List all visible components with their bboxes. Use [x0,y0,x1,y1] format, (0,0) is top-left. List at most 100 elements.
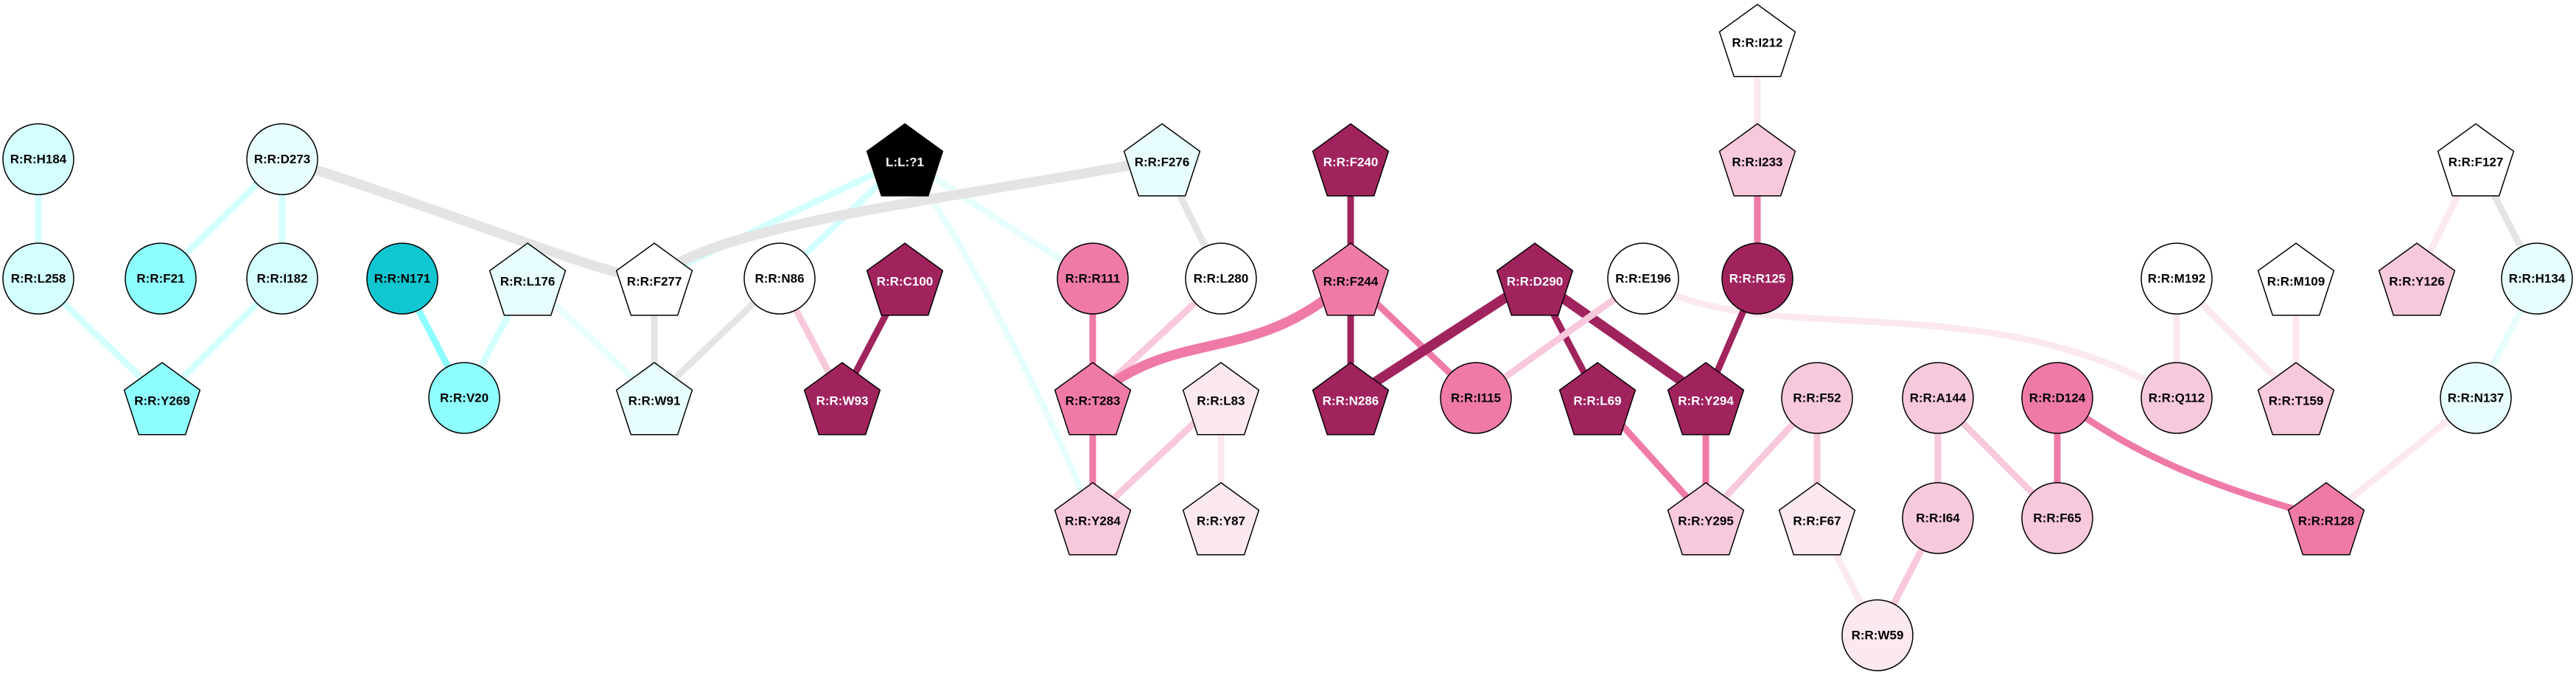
node-label: R:R:W91 [629,394,681,408]
node-f65[interactable]: R:R:F65 [2021,482,2093,554]
node-f127[interactable]: R:R:F127 [2437,123,2515,197]
node-n286[interactable]: R:R:N286 [1312,362,1390,436]
node-label: R:R:F67 [1793,514,1841,528]
node-i212[interactable]: R:R:I212 [1718,4,1796,77]
circle-shape [1185,242,1257,315]
node-label: R:R:M109 [2267,275,2325,289]
node-label: R:R:L83 [1197,394,1245,408]
node-label: R:R:N86 [755,272,804,286]
node-i182[interactable]: R:R:I182 [246,242,318,315]
node-y126[interactable]: R:R:Y126 [2378,242,2456,316]
node-c100[interactable]: R:R:C100 [866,242,944,316]
node-r128[interactable]: R:R:R128 [2287,482,2365,556]
node-f277[interactable]: R:R:F277 [615,242,693,316]
circle-shape [366,242,438,315]
node-n86[interactable]: R:R:N86 [743,242,816,315]
node-w93[interactable]: R:R:W93 [803,362,881,436]
node-l176[interactable]: R:R:L176 [489,242,567,316]
node-i64[interactable]: R:R:I64 [1902,482,1974,554]
circle-shape [1440,362,1512,434]
node-label: R:R:F240 [1323,155,1379,170]
pentagon-shape [866,242,944,316]
node-r111[interactable]: R:R:R111 [1057,242,1129,315]
pentagon-shape [1182,362,1260,436]
node-m192[interactable]: R:R:M192 [2141,242,2213,315]
circle-shape [1607,242,1679,315]
node-label: R:R:Y294 [1678,394,1734,408]
node-y284[interactable]: R:R:Y284 [1054,482,1132,556]
node-y87[interactable]: R:R:Y87 [1182,482,1260,556]
node-f240[interactable]: R:R:F240 [1312,123,1390,197]
node-d290[interactable]: R:R:D290 [1496,242,1574,316]
pentagon-shape [1054,482,1132,556]
pentagon-shape [2257,242,2335,316]
node-label: R:R:I115 [1451,391,1501,405]
node-label: R:R:I64 [1916,511,1960,525]
node-y295[interactable]: R:R:Y295 [1667,482,1745,556]
pentagon-shape [1123,123,1201,197]
node-label: R:R:Y295 [1678,514,1734,528]
node-w91[interactable]: R:R:W91 [615,362,693,436]
pentagon-shape [615,362,693,436]
node-label: R:R:R111 [1065,272,1121,286]
node-r125[interactable]: R:R:R125 [1721,242,1793,315]
circle-shape [246,123,318,195]
node-label: R:R:I212 [1732,36,1783,50]
node-q112[interactable]: R:R:Q112 [2141,362,2213,434]
node-v20[interactable]: R:R:V20 [428,362,500,434]
node-label: R:R:F276 [1135,155,1190,170]
node-h184[interactable]: R:R:H184 [2,123,74,195]
node-f21[interactable]: R:R:F21 [125,242,197,315]
circle-shape [2440,362,2512,434]
node-label: R:R:W93 [816,394,869,408]
node-n137[interactable]: R:R:N137 [2440,362,2512,434]
node-label: R:R:N171 [374,272,431,286]
node-l83[interactable]: R:R:L83 [1182,362,1260,436]
node-f67[interactable]: R:R:F67 [1778,482,1856,556]
node-label: R:R:I182 [257,272,308,286]
pentagon-shape [2257,362,2335,436]
node-l69[interactable]: R:R:L69 [1558,362,1637,436]
node-label: R:R:F244 [1323,275,1379,289]
node-label: R:R:F277 [627,275,682,289]
node-f244[interactable]: R:R:F244 [1312,242,1390,316]
node-e196[interactable]: R:R:E196 [1607,242,1679,315]
node-label: R:R:I233 [1732,155,1783,170]
node-label: R:R:L280 [1194,272,1249,286]
circle-shape [2501,242,2573,315]
node-y269[interactable]: R:R:Y269 [123,362,201,436]
node-a144[interactable]: R:R:A144 [1902,362,1974,434]
edge-l1-y284 [902,157,1096,520]
node-m109[interactable]: R:R:M109 [2257,242,2335,316]
node-l258[interactable]: R:R:L258 [2,242,74,315]
edge-d273-f277 [280,154,655,284]
node-label: R:R:Y126 [2389,275,2445,289]
pentagon-shape [866,123,944,197]
node-t159[interactable]: R:R:T159 [2257,362,2335,436]
node-label: R:R:H184 [10,153,67,167]
node-i115[interactable]: R:R:I115 [1440,362,1512,434]
node-d273[interactable]: R:R:D273 [246,123,318,195]
node-w59[interactable]: R:R:W59 [1841,599,1914,671]
node-y294[interactable]: R:R:Y294 [1667,362,1745,436]
pentagon-shape [803,362,881,436]
node-label: R:R:D273 [254,153,311,167]
pentagon-shape [1667,482,1745,556]
node-label: L:L:?1 [886,155,924,170]
node-t283[interactable]: R:R:T283 [1054,362,1132,436]
edge-d290-n286 [1348,274,1538,402]
node-f52[interactable]: R:R:F52 [1781,362,1853,434]
node-label: R:R:Y284 [1065,514,1121,528]
node-i233[interactable]: R:R:I233 [1718,123,1796,197]
node-label: R:R:T283 [1065,394,1121,408]
node-d124[interactable]: R:R:D124 [2021,362,2093,434]
node-l1[interactable]: L:L:?1 [866,123,944,197]
node-label: R:R:N137 [2448,391,2505,405]
node-h134[interactable]: R:R:H134 [2501,242,2573,315]
circle-shape [2141,242,2213,315]
node-f276[interactable]: R:R:F276 [1123,123,1201,197]
node-l280[interactable]: R:R:L280 [1185,242,1257,315]
node-n171[interactable]: R:R:N171 [366,242,438,315]
node-label: R:R:D290 [1507,275,1564,289]
